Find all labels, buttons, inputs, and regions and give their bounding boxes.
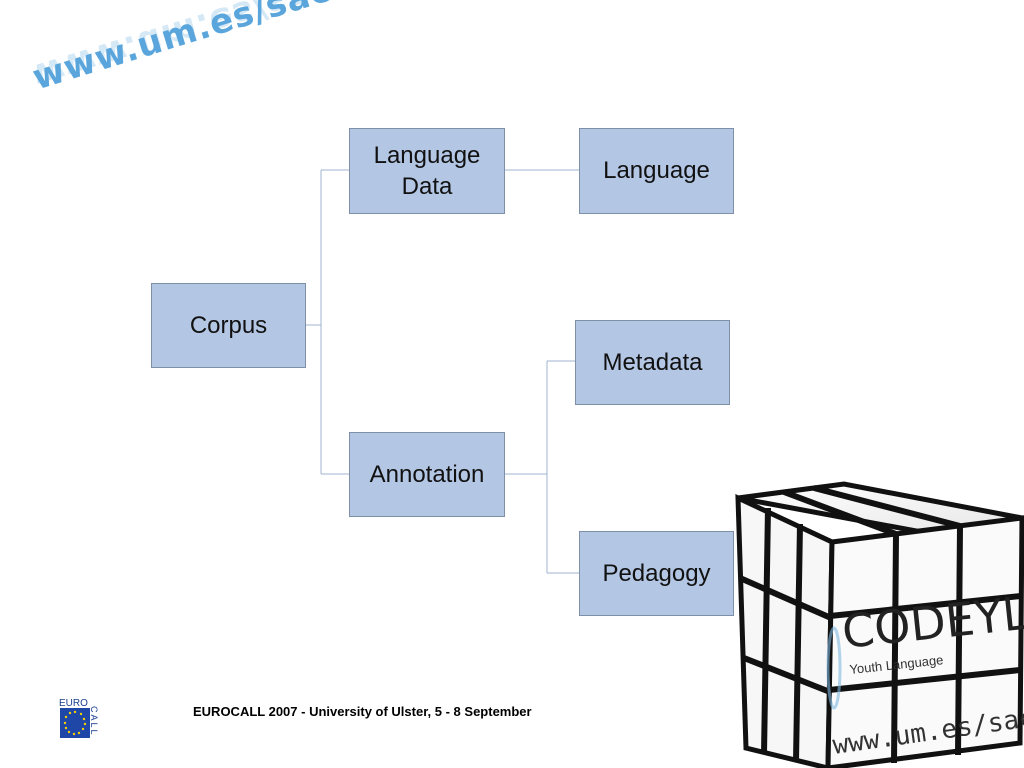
footer-text: EUROCALL 2007 - University of Ulster, 5 … bbox=[193, 704, 532, 719]
node-metadata-label: Metadata bbox=[602, 348, 703, 376]
logo-euro-text: EURO bbox=[59, 698, 88, 709]
node-language-data-label: Language Data bbox=[373, 141, 481, 200]
logo-call-text: CALL bbox=[89, 706, 99, 737]
codeyl-cube-image: CODEYL Youth Language www.um.es/sac bbox=[735, 481, 1024, 768]
node-language-label: Language bbox=[603, 157, 710, 185]
node-corpus: Corpus bbox=[151, 283, 306, 368]
node-language: Language bbox=[579, 128, 734, 214]
node-annotation-label: Annotation bbox=[369, 460, 485, 488]
cube-blue-swirl bbox=[826, 626, 842, 710]
eurocall-logo: EURO CALL bbox=[59, 698, 99, 738]
node-corpus-label: Corpus bbox=[189, 311, 268, 339]
node-metadata: Metadata bbox=[575, 320, 730, 405]
node-pedagogy: Pedagogy bbox=[579, 531, 734, 616]
cube-left-face bbox=[735, 494, 835, 768]
node-pedagogy-label: Pedagogy bbox=[602, 559, 711, 587]
cube-grid-lines bbox=[738, 485, 1022, 764]
node-annotation: Annotation bbox=[349, 432, 505, 517]
node-language-data: Language Data bbox=[349, 128, 505, 214]
eu-stars-icon bbox=[63, 710, 87, 736]
